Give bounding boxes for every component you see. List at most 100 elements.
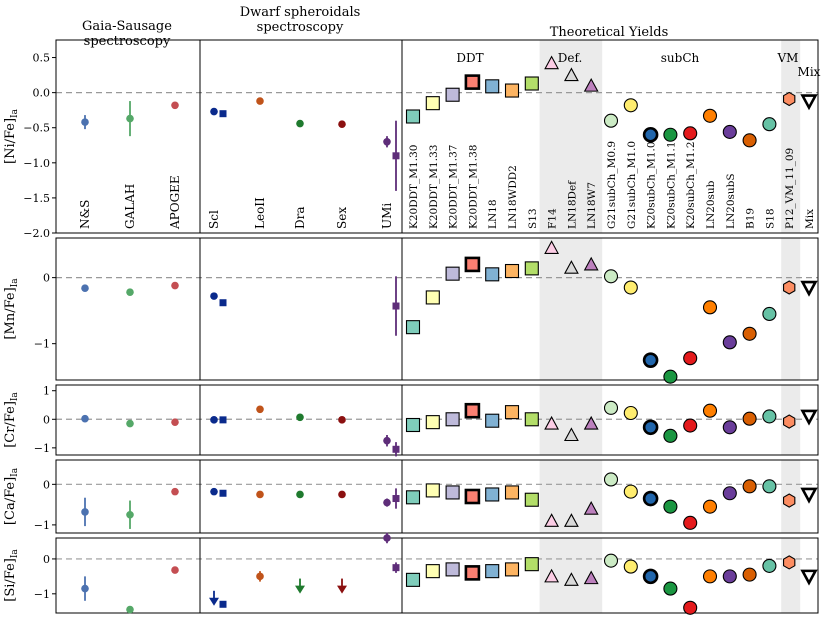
- model-point-k20ddt-m1-38: [464, 402, 481, 419]
- model-point-s18: [762, 409, 777, 424]
- model-point-ln20sub: [702, 108, 718, 123]
- model-label: LN20subS: [725, 173, 737, 229]
- model-point-f14: [544, 55, 560, 70]
- model-point-k20ddt-m1-30: [405, 490, 421, 505]
- model-label: LN18: [487, 199, 499, 229]
- dsph-point-leoii: [256, 490, 264, 499]
- gse-point-galah: [126, 114, 134, 123]
- y-tick-label: −2.0: [23, 227, 50, 240]
- y-tick-label: −1: [34, 442, 50, 455]
- dsph-label: Dra: [293, 206, 307, 229]
- y-tick-label: 0: [43, 553, 50, 566]
- dsph-point-leoii: [256, 97, 264, 105]
- model-point-k20subch-m1-1: [663, 369, 678, 384]
- model-point-ln18def: [563, 572, 579, 586]
- model-point-ln18: [485, 564, 500, 579]
- gse-point-ns: [81, 284, 89, 292]
- model-point-k20ddt-m1-37: [445, 412, 460, 427]
- dsph-point-dra: [296, 490, 304, 499]
- model-point-g21subch-m0-9: [603, 553, 619, 568]
- dsph-upper-limit-scl: [209, 597, 219, 606]
- model-label: S18: [764, 208, 776, 229]
- y-tick-label: 0.0: [33, 87, 51, 100]
- model-point-s18: [762, 306, 777, 322]
- shade-deflagration: [539, 238, 603, 380]
- model-point-b19: [742, 133, 757, 148]
- dsph-point-scl: [210, 292, 218, 300]
- dsph-square-scl: [219, 416, 227, 424]
- dsph-label: Sex: [335, 207, 349, 229]
- model-label: LN18Def: [566, 180, 578, 229]
- model-point-ln18def: [563, 427, 579, 442]
- gse-point-ns: [81, 118, 89, 126]
- model-point-k20ddt-m1-33: [425, 96, 440, 111]
- dsph-square-umi: [392, 445, 400, 453]
- y-axis-label: [Mn/Fe]Ia: [3, 278, 20, 340]
- gse-point-apogee: [171, 101, 179, 110]
- dsph-square-scl: [219, 299, 227, 307]
- dsph-point-scl: [210, 487, 218, 496]
- dsph-square-umi: [392, 495, 400, 503]
- model-point-k20subch-m1-1: [663, 428, 678, 443]
- gse-point-galah: [126, 510, 134, 519]
- model-point-k20ddt-m1-30: [405, 320, 421, 335]
- dsph-point-sex: [338, 490, 346, 499]
- model-point-k20ddt-m1-33: [425, 483, 440, 498]
- model-point-k20ddt-m1-38: [464, 565, 481, 581]
- header-gse-line1: Gaia-Sausage: [82, 19, 172, 34]
- model-point-mix: [800, 94, 818, 111]
- dsph-point-scl: [210, 416, 218, 424]
- gse-point-apogee: [171, 566, 179, 574]
- model-label: S13: [527, 208, 539, 229]
- panel-frame: [55, 237, 201, 381]
- header-dsph-line2: spectroscopy: [257, 20, 344, 35]
- model-point-ln18def: [563, 260, 579, 274]
- dsph-point-leoii: [256, 405, 264, 414]
- model-point-b19: [742, 479, 757, 494]
- y-tick-label: −1: [34, 588, 50, 601]
- model-point-k20ddt-m1-33: [425, 564, 440, 579]
- gse-point-apogee: [171, 487, 179, 496]
- model-point-k20subch-m1-2: [683, 600, 698, 615]
- shade-vm: [781, 40, 801, 233]
- model-point-p12-vm-11-09: [783, 555, 796, 570]
- panel-frame: [401, 459, 819, 534]
- group-label-subch: subCh: [661, 51, 700, 65]
- model-point-b19: [742, 411, 757, 426]
- model-point-ln18wdd2: [504, 83, 520, 98]
- model-point-g21subch-m0-9: [603, 269, 619, 284]
- model-point-ln20subs: [722, 124, 737, 139]
- model-point-ln20sub: [702, 499, 718, 514]
- model-label: LN20sub: [705, 180, 717, 229]
- header-gse-line2: spectroscopy: [84, 34, 171, 49]
- panel-frame: [55, 537, 201, 614]
- dsph-square-umi: [392, 152, 400, 160]
- model-label: G21subCh_M0.9: [606, 141, 618, 229]
- shade-vm: [781, 538, 801, 613]
- model-point-ln20subs: [722, 569, 737, 584]
- model-point-f14: [544, 513, 560, 527]
- panel-sife: −10[Si/Fe]Ia: [3, 532, 819, 615]
- model-point-g21subch-m1-0: [623, 484, 638, 499]
- dsph-label: Scl: [207, 210, 221, 229]
- model-label: K20DDT_M1.38: [467, 145, 479, 229]
- model-label: LN18WDD2: [507, 165, 519, 229]
- model-point-k20subch-m1-2: [683, 418, 698, 433]
- model-point-p12-vm-11-09: [783, 280, 796, 295]
- dsph-label: LeoII: [253, 197, 267, 229]
- model-point-s13: [524, 76, 539, 91]
- model-point-ln18wdd2: [504, 562, 520, 577]
- model-point-k20ddt-m1-37: [445, 485, 460, 500]
- model-point-ln18def: [563, 513, 579, 527]
- y-tick-label: 0: [43, 413, 50, 426]
- model-point-k20subch-m1-2: [683, 515, 698, 530]
- dsph-upper-limit-sex: [337, 585, 347, 594]
- y-tick-label: −1.5: [23, 192, 50, 205]
- gse-point-apogee: [171, 418, 179, 426]
- model-point-s13: [524, 557, 539, 572]
- dsph-point-scl: [210, 107, 218, 116]
- group-label-vm: VM: [777, 51, 799, 65]
- model-point-ln18: [485, 267, 500, 282]
- gse-point-galah: [126, 605, 134, 614]
